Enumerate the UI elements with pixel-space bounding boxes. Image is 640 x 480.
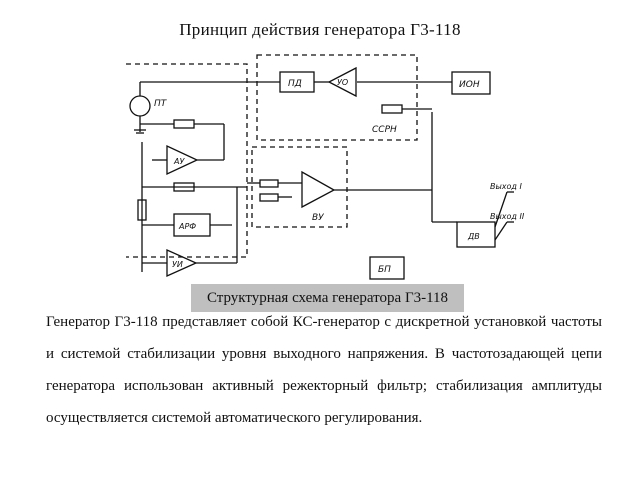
resistor-r3	[137, 199, 147, 221]
label-arf: АРФ	[178, 222, 196, 231]
pt-transistor	[129, 95, 151, 117]
main-board-outline	[126, 63, 248, 258]
label-vu: ВУ	[312, 213, 324, 223]
label-out2: Выход II	[490, 212, 525, 221]
ssrn-outline	[256, 54, 418, 141]
label-out1: Выход I	[490, 182, 523, 191]
ion-block	[451, 71, 491, 95]
vu-resistor-1	[259, 179, 279, 188]
label-pd: ПД	[288, 79, 302, 89]
label-au: АУ	[173, 157, 185, 166]
dv-block	[456, 221, 496, 248]
resistor-r2	[173, 182, 195, 192]
vu-outline	[251, 146, 348, 228]
label-ion: ИОН	[459, 80, 480, 90]
vu-resistor-2	[259, 193, 279, 202]
block-diagram: ПТ ПД УО ИОН ССРН АУ АРФ ВУ УИ ДВ БП Вых…	[126, 54, 525, 280]
uo-amplifier	[327, 66, 357, 98]
label-bp: БП	[378, 265, 391, 275]
vu-amplifier	[301, 170, 336, 209]
label-dv: ДВ	[467, 232, 480, 241]
resistor-r1	[173, 119, 195, 129]
label-ui: УИ	[172, 260, 183, 269]
ssrn-resistor	[381, 104, 403, 114]
label-uo: УО	[337, 78, 348, 87]
label-ssrn: ССРН	[372, 125, 397, 135]
page-title: Принцип действия генератора Г3-118	[179, 20, 461, 39]
diagram-caption: Структурная схема генератора Г3-118	[191, 284, 464, 312]
label-pt: ПТ	[154, 99, 168, 109]
description-paragraph: Генератор Г3-118 представляет собой КС-г…	[46, 314, 602, 426]
bp-block	[369, 256, 405, 280]
